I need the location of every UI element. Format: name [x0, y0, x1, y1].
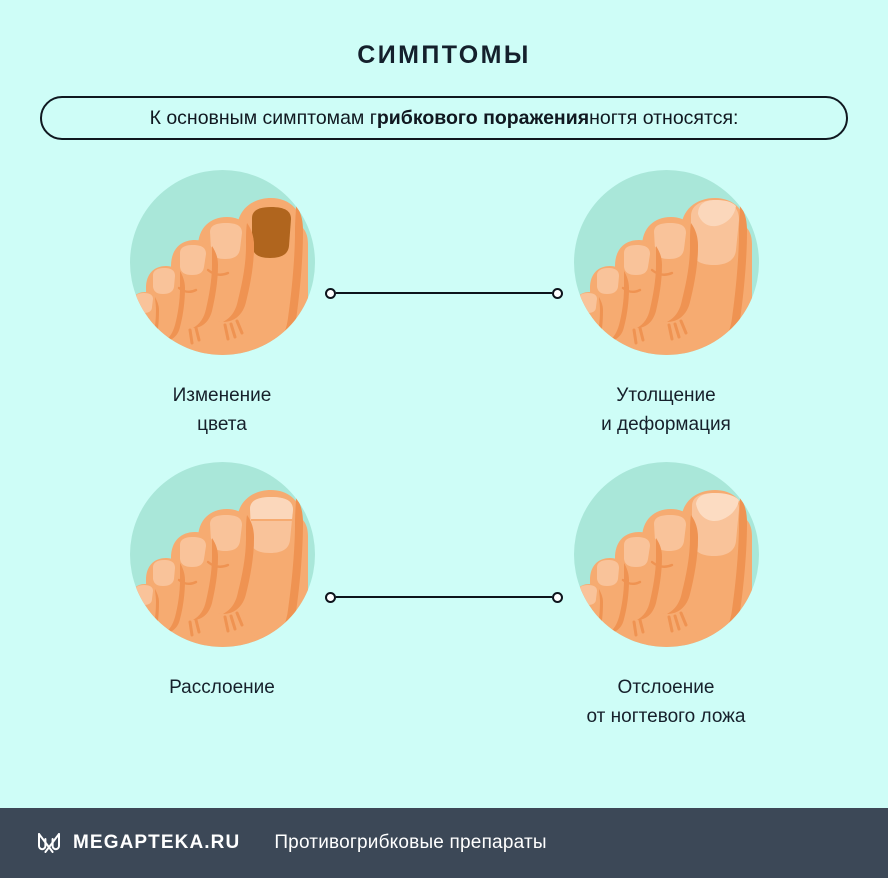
banner-text-after: ногтя относятся: [589, 106, 739, 129]
foot-illustration [129, 489, 308, 647]
discolored-nail [251, 207, 291, 258]
megapteka-m-logo-icon [36, 830, 62, 856]
brand-name: MEGAPTEKA.RU [73, 832, 241, 853]
banner-text-bold: рибкового поражения [376, 106, 590, 129]
nail-detached-area [695, 492, 739, 521]
foot-illustration [573, 489, 752, 647]
caption-line-1: Отслоение [617, 676, 715, 698]
caption-line-1: Расслоение [169, 676, 275, 698]
footer-bar: MEGAPTEKA.RU Противогрибковые препараты [0, 808, 888, 878]
banner-text-before: К основным симптомам г [149, 106, 377, 129]
caption-line-1: Утолщение [616, 385, 716, 406]
caption-line-2: цвета [197, 414, 247, 436]
symptom-item-delamination: Расслоение [0, 461, 444, 732]
symptom-illustration-delamination [129, 461, 315, 647]
symptom-item-thickening: Утолщение и деформация [444, 170, 888, 440]
symptom-illustration-thickening [573, 170, 759, 355]
symptom-item-discoloration: Изменение цвета [0, 170, 444, 440]
symptom-caption-detachment: Отслоение от ногтевого ложа [587, 673, 746, 732]
caption-line-2: и деформация [601, 414, 731, 436]
caption-line-1: Изменение [172, 385, 272, 406]
symptom-caption-thickening: Утолщение и деформация [601, 381, 731, 440]
nail-split-layer [249, 496, 293, 519]
foot-illustration [573, 198, 752, 355]
footer-caption: Противогрибковые препараты [274, 832, 547, 853]
symptom-illustration-discoloration [129, 170, 315, 355]
symptom-caption-delamination: Расслоение [169, 673, 275, 702]
caption-line-2: от ногтевого ложа [586, 706, 746, 728]
symptom-item-detachment: Отслоение от ногтевого ложа [444, 461, 888, 732]
page-title: СИМПТОМЫ [357, 41, 531, 69]
symptom-illustration-detachment [573, 461, 759, 647]
symptoms-grid: Изменение цвета [0, 170, 888, 732]
symptom-caption-discoloration: Изменение цвета [173, 381, 272, 440]
foot-illustration [129, 198, 308, 355]
